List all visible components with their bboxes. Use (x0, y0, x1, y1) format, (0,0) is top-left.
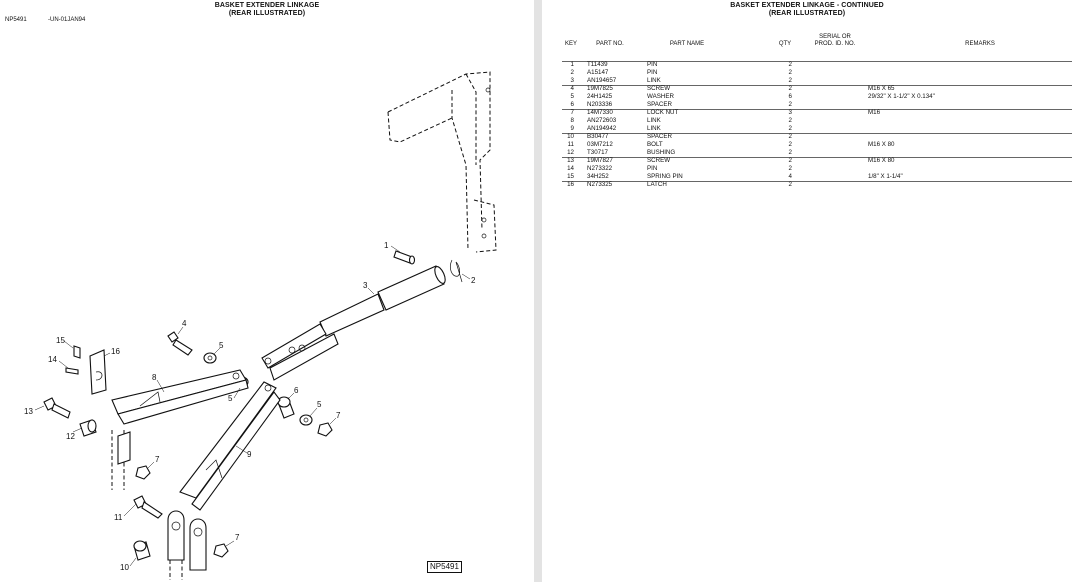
rule-group-4 (562, 133, 1072, 134)
callout-7b: 7 (155, 455, 160, 464)
page-gutter (534, 0, 542, 582)
lock-nut-part-7b (135, 465, 151, 480)
callout-6: 6 (294, 386, 299, 395)
rule-group-6 (562, 181, 1072, 182)
callout-7a: 7 (336, 411, 341, 420)
clip-pin-part-2 (450, 259, 463, 283)
link-part-8 (111, 369, 249, 425)
lock-nut-part-7a (317, 422, 333, 437)
exploded-diagram: 1 2 3 4 5 5 5 6 7 7 7 8 9 10 11 12 13 14… (24, 71, 497, 580)
callout-16: 16 (111, 347, 120, 356)
washer-part-5c (299, 414, 313, 426)
page-subtitle: (REAR ILLUSTRATED) (768, 10, 846, 17)
col-header-part-name: PART NAME (669, 41, 705, 47)
page-title: BASKET EXTENDER LINKAGE - CONTINUED (730, 2, 884, 9)
callout-5b: 5 (228, 394, 233, 403)
callout-15: 15 (56, 336, 65, 345)
lock-nut-part-7c (213, 543, 229, 558)
callout-8: 8 (152, 373, 157, 382)
pin-part-14 (65, 367, 79, 375)
figure-id: NP5491 (5, 17, 27, 23)
bracket-lower-left (111, 430, 131, 490)
spring-pin-part-15 (73, 345, 81, 359)
col-header-key: KEY (564, 41, 577, 47)
col-header-serial-1: SERIAL OR (819, 34, 851, 40)
callout-2: 2 (471, 276, 476, 285)
col-header-part-no: PART NO. (596, 41, 624, 47)
callout-13: 13 (24, 407, 33, 416)
callout-11: 11 (114, 513, 123, 522)
callout-7c: 7 (235, 533, 240, 542)
tube-part-3 (319, 265, 446, 337)
rule-group-3 (562, 109, 1072, 110)
callout-14: 14 (48, 355, 57, 364)
col-header-remarks: REMARKS (965, 41, 995, 47)
bolt-part-11 (133, 495, 163, 519)
link-part-9 (179, 381, 281, 511)
callout-9: 9 (247, 450, 252, 459)
figure-stamp: NP5491 (427, 561, 462, 573)
page-title: BASKET EXTENDER LINKAGE (214, 2, 320, 9)
callout-4: 4 (182, 319, 187, 328)
spacer-part-6 (277, 396, 295, 419)
page-subtitle: (REAR ILLUSTRATED) (228, 10, 306, 17)
screw-part-13 (43, 397, 71, 419)
col-header-qty: QTY (778, 41, 792, 47)
pin-part-1 (393, 250, 416, 265)
date-code: -UN-01JAN94 (48, 17, 86, 23)
callout-3: 3 (363, 281, 368, 290)
screw-part-4 (167, 331, 193, 356)
mounting-frame (387, 71, 497, 253)
washer-part-5a (203, 352, 217, 364)
callout-10: 10 (120, 563, 129, 572)
link-plates-upper (261, 323, 339, 381)
latch-part-16 (89, 349, 107, 395)
rule-group-2 (562, 85, 1072, 86)
callout-5c: 5 (317, 400, 322, 409)
rule-group-5 (562, 157, 1072, 158)
bushing-part-12 (79, 419, 97, 437)
callout-5a: 5 (219, 341, 224, 350)
lower-clevis (167, 510, 207, 580)
rule-group-1 (562, 61, 1072, 62)
col-header-serial-2: PROD. ID. NO. (814, 41, 856, 47)
callout-12: 12 (66, 432, 75, 441)
parts-list-page: BASKET EXTENDER LINKAGE - CONTINUED (REA… (542, 0, 1072, 582)
illustration-page: BASKET EXTENDER LINKAGE (REAR ILLUSTRATE… (0, 0, 534, 582)
spacer-part-10 (133, 540, 151, 561)
callout-1: 1 (384, 241, 389, 250)
